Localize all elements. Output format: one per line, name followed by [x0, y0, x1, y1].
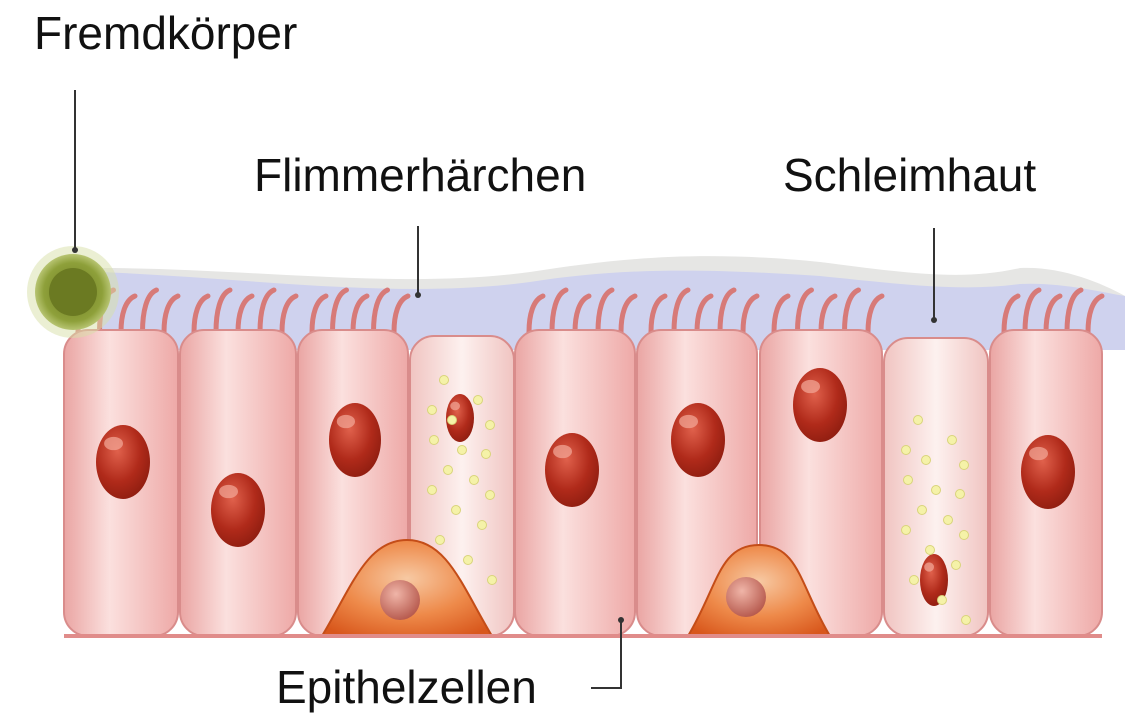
nucleus-highlight: [337, 415, 355, 428]
mucus-granule: [458, 446, 467, 455]
nucleus-highlight: [553, 445, 572, 458]
mucus-granule: [486, 491, 495, 500]
mucus-granule: [914, 416, 923, 425]
mucus-granule: [488, 576, 497, 585]
mucus-granule: [952, 561, 961, 570]
cell-nucleus: [211, 473, 265, 547]
epithelial-cell: [180, 330, 296, 636]
cell-nucleus: [96, 425, 150, 499]
mucus-granule: [960, 531, 969, 540]
nucleus-highlight: [924, 562, 934, 571]
basal-cell-nucleus: [380, 580, 420, 620]
mucus-granule: [960, 461, 969, 470]
mucus-granule: [482, 450, 491, 459]
mucus-granule: [944, 516, 953, 525]
mucus-granule: [956, 490, 965, 499]
nucleus-highlight: [679, 415, 698, 428]
epithelial-cells-label: Epithelzellen: [276, 664, 537, 710]
mucus-granule: [904, 476, 913, 485]
mucus-granule: [448, 416, 457, 425]
mucus-granule: [440, 376, 449, 385]
mucus-granule: [902, 526, 911, 535]
nucleus-highlight: [219, 485, 238, 498]
mucus-granule: [452, 506, 461, 515]
mucus-granule: [926, 546, 935, 555]
mucus-granule: [938, 596, 947, 605]
foreign-body-particle: [27, 246, 119, 338]
mucus-granule: [428, 406, 437, 415]
cell-nucleus: [545, 433, 599, 507]
epithelial-cell: [515, 330, 635, 636]
nucleus-highlight: [450, 402, 460, 411]
mucus-granule: [910, 576, 919, 585]
epithelial-cell: [64, 330, 178, 636]
mucus-granule: [474, 396, 483, 405]
epithelial-cell: [990, 330, 1102, 636]
nucleus-highlight: [801, 380, 820, 393]
nucleus-highlight: [1029, 447, 1048, 460]
mucus-granule: [486, 421, 495, 430]
cell-nucleus: [329, 403, 381, 477]
cell-nucleus: [1021, 435, 1075, 509]
mucus-granule: [428, 486, 437, 495]
mucus-granule: [948, 436, 957, 445]
epithelial-cell: [884, 338, 988, 636]
mucus-granule: [962, 616, 971, 625]
cilia-label: Flimmerhärchen: [254, 152, 586, 198]
mucus-granule: [902, 446, 911, 455]
mucus-granule: [430, 436, 439, 445]
mucus-granule: [918, 506, 927, 515]
cell-nucleus: [793, 368, 847, 442]
nucleus-highlight: [104, 437, 123, 450]
mucus-granule: [478, 521, 487, 530]
mucus-granule: [436, 536, 445, 545]
mucus-granule: [464, 556, 473, 565]
basal-cell-nucleus: [726, 577, 766, 617]
mucus-granule: [932, 486, 941, 495]
mucosa-label: Schleimhaut: [783, 152, 1036, 198]
mucus-granule: [922, 456, 931, 465]
foreign-body-label: Fremdkörper: [34, 10, 297, 56]
cell-nucleus: [671, 403, 725, 477]
mucus-granule: [470, 476, 479, 485]
cells-group: [64, 330, 1102, 636]
mucus-granule: [444, 466, 453, 475]
